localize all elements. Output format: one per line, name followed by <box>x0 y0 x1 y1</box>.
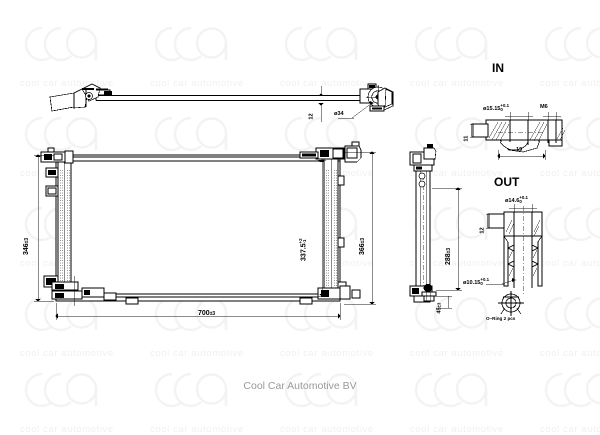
dim-in-thread: M6 <box>540 104 548 110</box>
dim-top-port-diameter: ø34 <box>334 111 344 117</box>
watermark-tagline: cool car automotive <box>280 424 374 435</box>
dim-overall-height: 346±3 <box>23 237 30 255</box>
inlet-section-detail <box>470 112 566 160</box>
oring-caption: O–Ring 2 pcs <box>486 316 516 321</box>
outlet-section-detail <box>486 204 543 294</box>
dim-out-height: 12 <box>479 227 486 234</box>
top-view-tube <box>49 83 394 122</box>
watermark-tagline: cool car automotive <box>540 424 600 435</box>
dim-core-height: 337.5+2-1 <box>297 238 308 261</box>
dim-in-height: 11 <box>463 135 470 142</box>
dim-mount-height: 366±3 <box>359 237 366 255</box>
dim-in-width: 19 <box>516 147 523 153</box>
footer-company-name: Cool Car Automotive BV <box>243 380 357 392</box>
drawing-canvas: cool car automotive cool car automotive co… <box>20 26 600 435</box>
dim-top-thickness: 12 <box>308 113 315 120</box>
dim-side-height: 288±3 <box>445 247 452 265</box>
oring-symbol <box>498 291 524 316</box>
front-view-core <box>34 141 376 320</box>
dim-bracket-offset: 45±3 <box>436 302 443 314</box>
inlet-title: IN <box>492 61 504 75</box>
dim-overall-width: 700±3 <box>198 310 216 317</box>
watermark-tagline: cool car automotive <box>20 424 114 435</box>
watermark-tagline: cool car automotive <box>410 424 504 435</box>
side-view <box>409 144 462 309</box>
technical-drawing <box>34 83 566 320</box>
outlet-title: OUT <box>494 175 520 189</box>
watermark-tagline: cool car automotive <box>150 424 244 435</box>
